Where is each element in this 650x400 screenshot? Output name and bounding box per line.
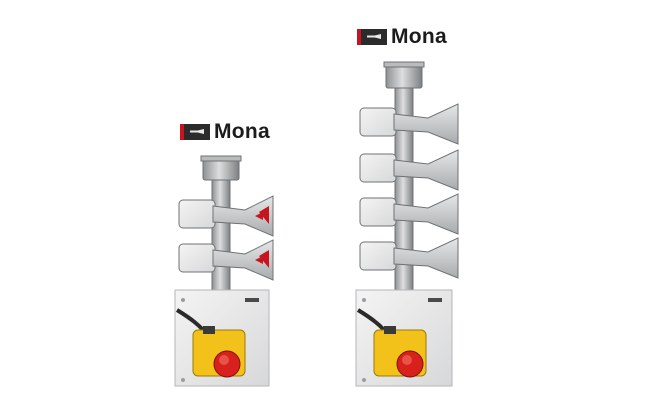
emergency-stop-button-icon bbox=[213, 350, 241, 378]
mona-logo-text: Mona bbox=[214, 120, 271, 143]
horn-loudspeaker-icon bbox=[359, 237, 459, 279]
horn-loudspeaker-icon bbox=[359, 103, 459, 145]
mona-logo-text: Mona bbox=[391, 25, 448, 48]
horn-loudspeaker-icon bbox=[178, 195, 274, 237]
mast-cap-icon bbox=[200, 155, 242, 181]
control-box-icon bbox=[355, 289, 453, 387]
emergency-stop-button-icon bbox=[396, 350, 424, 378]
mona-brand-icon bbox=[357, 29, 387, 45]
siren-product-large bbox=[355, 61, 459, 387]
mona-logo-left: Mona bbox=[180, 120, 270, 144]
horn-loudspeaker-icon bbox=[359, 149, 459, 191]
mast-cap-icon bbox=[383, 61, 425, 89]
mona-logo-right: Mona bbox=[357, 25, 447, 49]
mona-brand-icon bbox=[180, 124, 210, 140]
siren-product-small bbox=[174, 155, 274, 387]
horn-loudspeaker-icon bbox=[178, 239, 274, 281]
horn-loudspeaker-icon bbox=[359, 193, 459, 235]
mast-pole-icon bbox=[211, 179, 231, 291]
